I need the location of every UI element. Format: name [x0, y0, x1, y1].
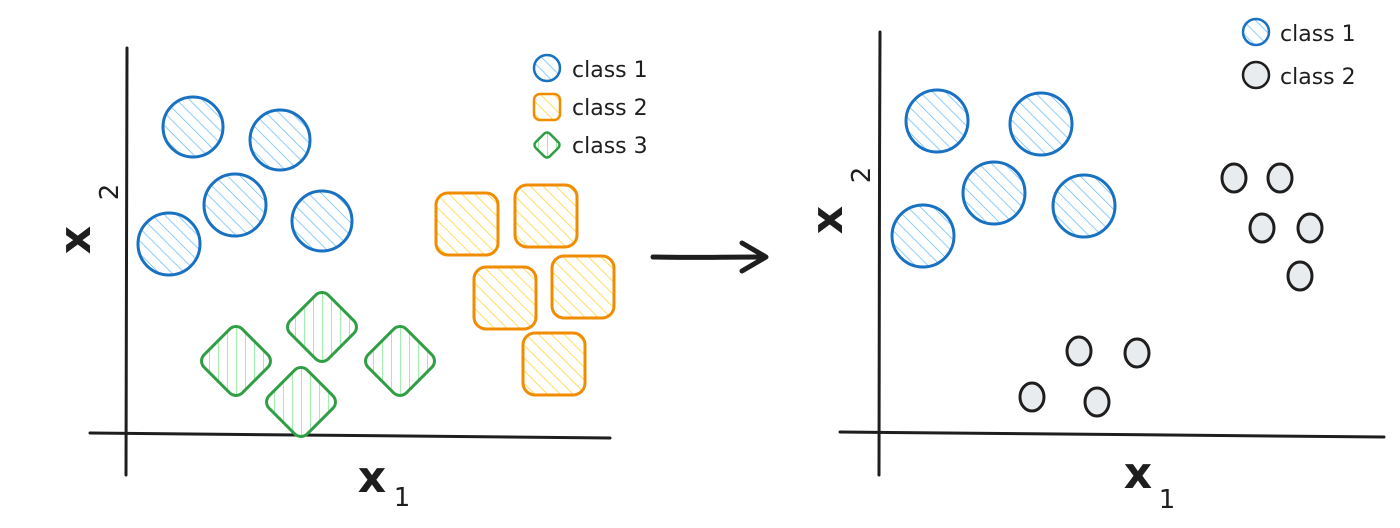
left-class1-point — [136, 211, 202, 277]
right-class1-point — [961, 160, 1027, 226]
left-class2-point — [513, 183, 579, 249]
left-class1-point — [202, 172, 268, 238]
legend-circle-icon — [1241, 60, 1271, 90]
right-x-axis-label: x — [1124, 448, 1152, 499]
right-y-axis — [877, 30, 882, 477]
left-legend-label-class1: class 1 — [572, 58, 648, 83]
left-y-axis — [124, 46, 129, 477]
left-x-axis-label: x — [358, 452, 386, 503]
left-class1-point — [248, 108, 312, 172]
left-class1-point — [290, 189, 354, 253]
right-legend-label-class1: class 1 — [1280, 22, 1356, 47]
right-class1-point — [1008, 91, 1074, 157]
right-x-axis — [838, 430, 1386, 439]
left-x-axis — [88, 431, 612, 440]
legend-square-icon — [532, 92, 562, 122]
legend-diamond-icon — [533, 131, 561, 159]
right-class2-point — [1220, 162, 1248, 194]
right-class2-point — [1248, 212, 1276, 244]
right-class2-point — [1296, 212, 1324, 244]
transform-arrow — [650, 240, 769, 274]
right-class2-point — [1018, 381, 1046, 413]
left-class3-point — [200, 325, 272, 397]
left-legend: class 1 class 2 class 3 — [532, 53, 648, 159]
left-class3-point — [265, 366, 337, 438]
left-class3-point — [286, 291, 358, 363]
right-class2-point — [1065, 335, 1093, 367]
right-panel: x 2 x 1 class 1 clas — [802, 17, 1386, 515]
left-legend-label-class3: class 3 — [572, 134, 648, 159]
right-class2-point — [1123, 337, 1151, 369]
left-class2-point — [434, 191, 500, 257]
right-class1-point — [890, 203, 956, 269]
left-class1-point — [161, 95, 225, 159]
left-class3-points — [200, 291, 436, 438]
right-legend: class 1 class 2 — [1241, 17, 1356, 90]
legend-circle-icon — [1241, 17, 1271, 47]
right-x-axis-subscript: 1 — [1159, 485, 1176, 515]
left-legend-label-class2: class 2 — [572, 96, 648, 121]
legend-circle-icon — [532, 53, 562, 83]
right-class1-point — [904, 88, 970, 154]
left-class3-point — [364, 325, 436, 397]
left-class2-point — [550, 254, 616, 320]
right-class2-points — [1018, 162, 1324, 418]
right-y-axis-subscript: 2 — [847, 167, 877, 184]
left-panel: x 2 x 1 class 1 — [50, 46, 648, 513]
right-y-axis-label: x — [802, 206, 853, 234]
right-class1-points — [890, 88, 1117, 269]
right-class1-point — [1051, 173, 1117, 239]
left-class1-points — [136, 95, 354, 277]
left-class2-point — [472, 265, 538, 331]
left-y-axis-label: x — [50, 226, 101, 254]
arrow-head-icon — [739, 240, 769, 274]
right-class2-point — [1286, 260, 1314, 292]
left-class2-points — [434, 183, 616, 397]
left-x-axis-subscript: 1 — [394, 483, 411, 513]
left-class2-point — [521, 331, 587, 397]
left-y-axis-subscript: 2 — [95, 184, 125, 201]
right-legend-label-class2: class 2 — [1280, 65, 1356, 90]
right-class2-point — [1083, 386, 1111, 418]
right-class2-point — [1266, 162, 1294, 194]
